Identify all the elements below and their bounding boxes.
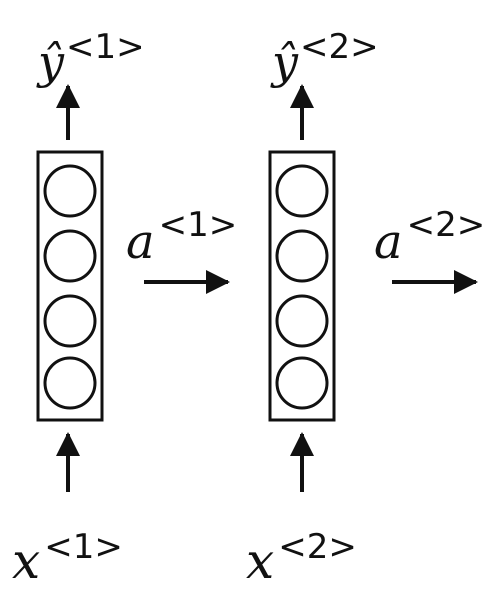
- output-sup-1: <1>: [66, 27, 145, 67]
- activation-sup-1: <1>: [159, 205, 238, 245]
- hidden-unit-1-3: [43, 294, 97, 348]
- input-var-2: x: [246, 532, 274, 590]
- hidden-unit-1-1: [43, 164, 97, 218]
- input-sup-2: <2>: [278, 527, 357, 567]
- output-var-1: ŷ: [36, 35, 65, 89]
- activation-label-1: a<1>: [126, 205, 237, 270]
- hidden-unit-2-1: [275, 164, 329, 218]
- hidden-unit-1-2: [43, 229, 97, 283]
- input-label-2: x<2>: [246, 527, 357, 590]
- activation-1: a<1>: [126, 205, 237, 294]
- output-label-2: ŷ<2>: [270, 27, 379, 89]
- activation-var-2: a: [374, 214, 403, 270]
- hidden-unit-2-3: [275, 294, 329, 348]
- input-sup-1: <1>: [44, 527, 123, 567]
- hidden-unit-2-2: [275, 229, 329, 283]
- activation-sup-2: <2>: [407, 205, 486, 245]
- output-label-1: ŷ<1>: [36, 27, 145, 89]
- input-label-1: x<1>: [12, 527, 123, 590]
- hidden-unit-2-4: [275, 356, 329, 410]
- time-step-2: ŷ<2> x<2>: [246, 27, 379, 590]
- time-step-1: ŷ<1> x<1>: [12, 27, 145, 590]
- activation-var-1: a: [126, 214, 155, 270]
- activation-2: a<2>: [374, 205, 485, 294]
- output-sup-2: <2>: [300, 27, 379, 67]
- hidden-unit-1-4: [43, 356, 97, 410]
- input-var-1: x: [12, 532, 40, 590]
- output-var-2: ŷ: [270, 35, 299, 89]
- activation-label-2: a<2>: [374, 205, 485, 270]
